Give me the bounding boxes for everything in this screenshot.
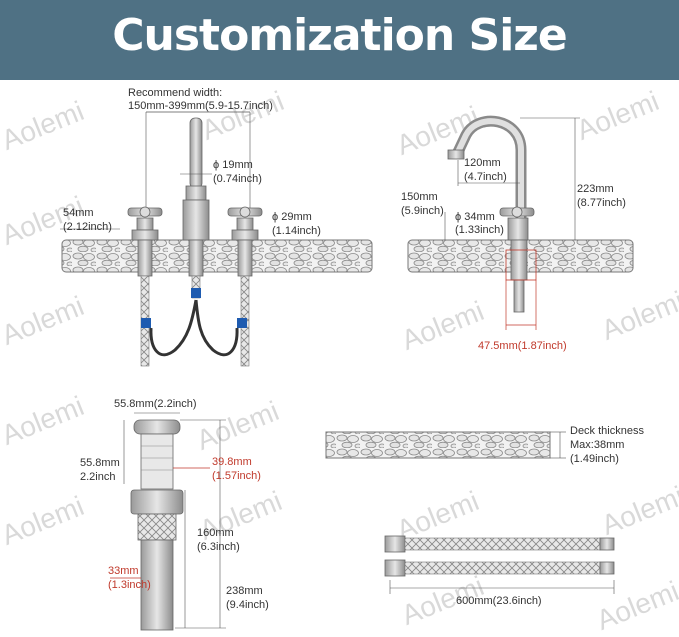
deck-thickness-max-mm: Max:38mm: [570, 439, 625, 451]
blue-connector: [237, 318, 247, 328]
drain-total-length-in: (9.4inch): [226, 599, 269, 611]
base-diameter-mm: ϕ 29mm: [272, 211, 312, 223]
handle-height-in: (2.12inch): [63, 221, 112, 233]
handle-height-in: (5.9inch): [401, 205, 444, 217]
title-banner: Customization Size: [0, 0, 679, 80]
shank-diameter-in: (1.33inch): [455, 224, 504, 236]
hose-length-label: 600mm(23.6inch): [456, 595, 542, 607]
spout-diameter-in: (0.74inch): [213, 173, 262, 185]
shank-diameter-mm: ϕ 34mm: [455, 211, 495, 223]
blue-connector: [191, 288, 201, 298]
left-handle: [127, 206, 163, 241]
countertop: [61, 239, 373, 273]
drain-pipe-diameter-in: (1.3inch): [108, 579, 151, 591]
front-faucet: [60, 111, 373, 367]
drain-body-diameter-in: (1.57inch): [212, 470, 261, 482]
recommend-width-value: 150mm-399mm(5.9-15.7inch): [128, 100, 273, 112]
deck-thickness-max-in: (1.49inch): [570, 453, 619, 465]
drain-cap-width: 55.8mm(2.2inch): [114, 398, 197, 410]
handle-height-mm: 150mm: [401, 191, 438, 203]
spout-reach-in: (4.7inch): [464, 171, 507, 183]
faucet-height-mm: 223mm: [577, 183, 614, 195]
drain-total-length-mm: 238mm: [226, 585, 263, 597]
drain-body-diameter-mm: 39.8mm: [212, 456, 252, 468]
handle-height-mm: 54mm: [63, 207, 94, 219]
blue-connector: [141, 318, 151, 328]
spout-diameter-mm: ϕ 19mm: [213, 159, 253, 171]
recommend-width-label: Recommend width:: [128, 87, 223, 99]
drain-cap-height-in: 2.2inch: [80, 471, 116, 483]
base-diameter-in: (1.14inch): [272, 225, 321, 237]
braided-hoses: [384, 535, 615, 594]
drain-tail-length-in: (6.3inch): [197, 541, 240, 553]
drain-pipe-diameter-mm: 33mm: [108, 565, 139, 577]
side-faucet: [407, 115, 634, 330]
thread-width-label: 47.5mm(1.87inch): [478, 340, 567, 352]
faucet-height-in: (8.77inch): [577, 197, 626, 209]
spout: [189, 117, 203, 189]
spout-reach-mm: 120mm: [464, 157, 501, 169]
pop-up-drain: [110, 412, 226, 631]
drain-cap-height-mm: 55.8mm: [80, 457, 120, 469]
page-title: Customization Size: [112, 10, 568, 61]
right-handle: [227, 206, 263, 241]
drain-tail-length-mm: 160mm: [197, 527, 234, 539]
deck-thickness-label: Deck thickness: [570, 425, 644, 437]
deck-thickness: [325, 431, 566, 459]
